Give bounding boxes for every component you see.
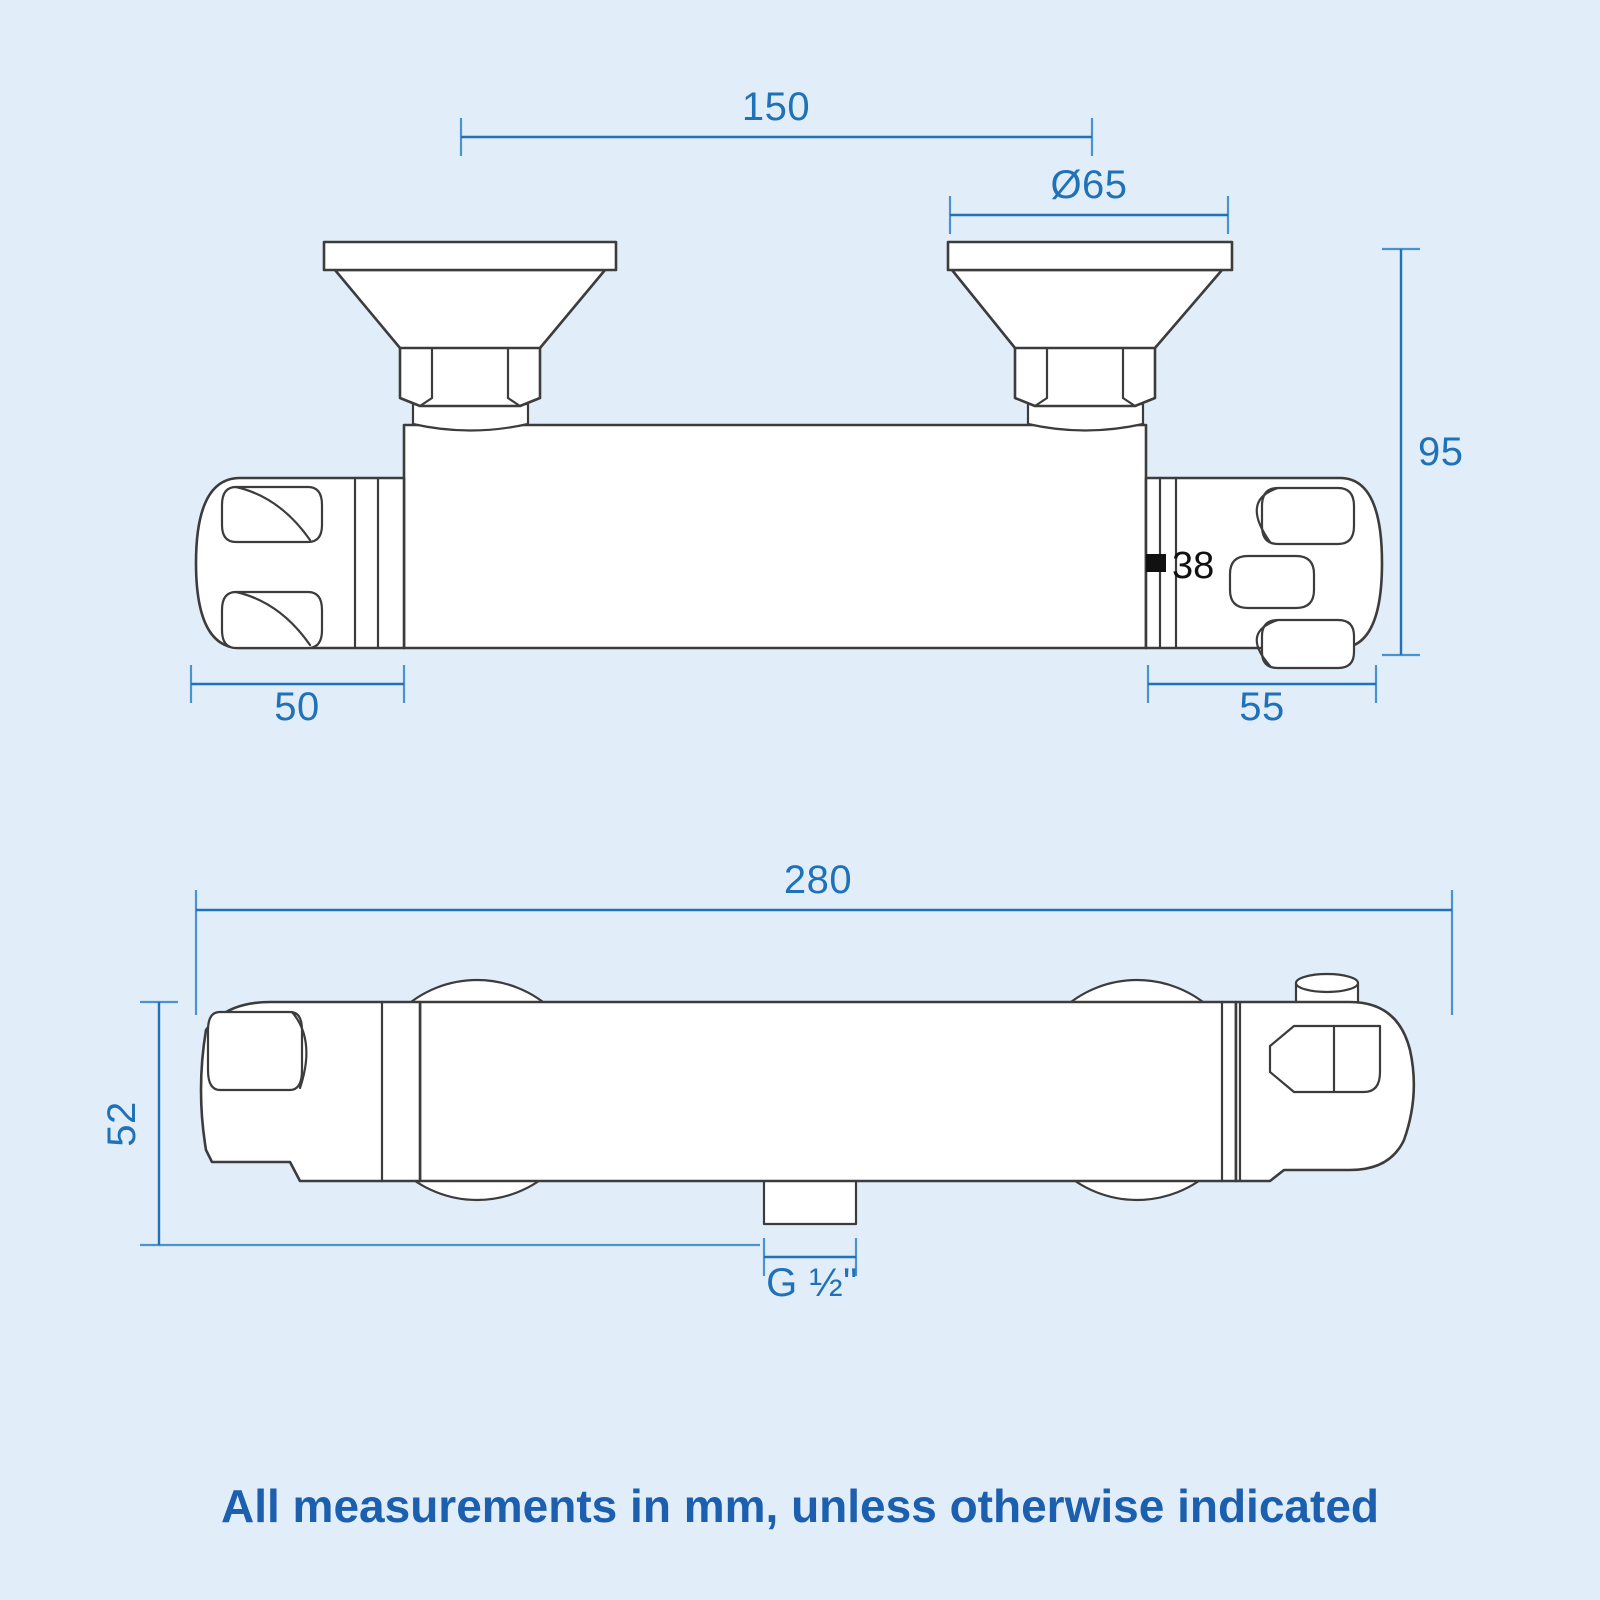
bottom-plan-view: 280 52 G ½" — [100, 858, 1454, 1305]
dim-280-label: 280 — [784, 858, 852, 902]
left-grip-upper — [220, 485, 324, 544]
right-escutcheon-assembly — [946, 240, 1234, 432]
sheet-caption: All measurements in mm, unless otherwise… — [221, 1480, 1379, 1532]
left-collar — [411, 402, 530, 432]
left-hex-nut — [398, 338, 542, 408]
left-escutcheon-assembly — [322, 240, 618, 432]
right-grip-upper — [1260, 486, 1356, 546]
dimension-d65: Ø65 — [948, 163, 1230, 234]
right-grip-upper-shade — [1255, 486, 1280, 544]
dim-d65-label: Ø65 — [1050, 163, 1127, 207]
right-grip-lower — [1260, 618, 1356, 670]
right-hex-facet-f — [1121, 396, 1137, 408]
right-handle-plan — [1220, 1000, 1416, 1183]
dim-52-label: 52 — [100, 1101, 144, 1147]
dim-50-label: 50 — [274, 685, 320, 729]
right-collar — [1026, 402, 1145, 432]
left-grip-lower-shade — [234, 590, 312, 647]
left-handle-plan-grip — [206, 1010, 304, 1092]
left-grip-upper-shade — [234, 485, 312, 542]
dimension-50: 50 — [189, 665, 406, 729]
dimension-150: 150 — [459, 85, 1094, 156]
right-hex-nut — [1013, 338, 1157, 408]
dimension-52: 52 — [100, 1000, 760, 1247]
right-hex-facet-c — [1033, 396, 1049, 408]
right-handle-plan-grip — [1268, 1024, 1382, 1094]
plan-body-barrel — [418, 1000, 1238, 1183]
dim-95-label: 95 — [1418, 430, 1464, 474]
left-hex-facet-f — [506, 396, 522, 408]
left-hex-facet-c — [418, 396, 434, 408]
dimension-95: 95 — [1382, 247, 1464, 657]
left-grip-lower — [220, 590, 324, 650]
dimension-g-half-inch: G ½" — [762, 1238, 858, 1305]
left-handle-plan-grip-shade — [290, 1010, 308, 1090]
dim-150-label: 150 — [742, 85, 810, 129]
dim-g12-label: G ½" — [766, 1261, 858, 1305]
left-handle — [194, 476, 406, 650]
temperature-marker-38 — [1146, 554, 1166, 572]
right-grip-middle — [1228, 554, 1316, 610]
left-wall-plate — [322, 240, 618, 272]
dimension-280: 280 — [194, 858, 1454, 1015]
body-main-block — [402, 423, 1148, 650]
right-handle: 38 — [1144, 476, 1384, 670]
valve-body — [402, 423, 1148, 650]
top-boss-top-ellipse — [1294, 972, 1360, 994]
temperature-label-38: 38 — [1172, 545, 1214, 587]
dimension-55: 55 — [1146, 665, 1378, 729]
right-grip-lower-shade — [1255, 618, 1280, 668]
front-elevation-view: 38 150 Ø65 95 — [189, 85, 1464, 729]
right-wall-plate — [946, 240, 1234, 272]
left-handle-plan — [199, 1000, 422, 1183]
dim-55-label: 55 — [1239, 685, 1285, 729]
